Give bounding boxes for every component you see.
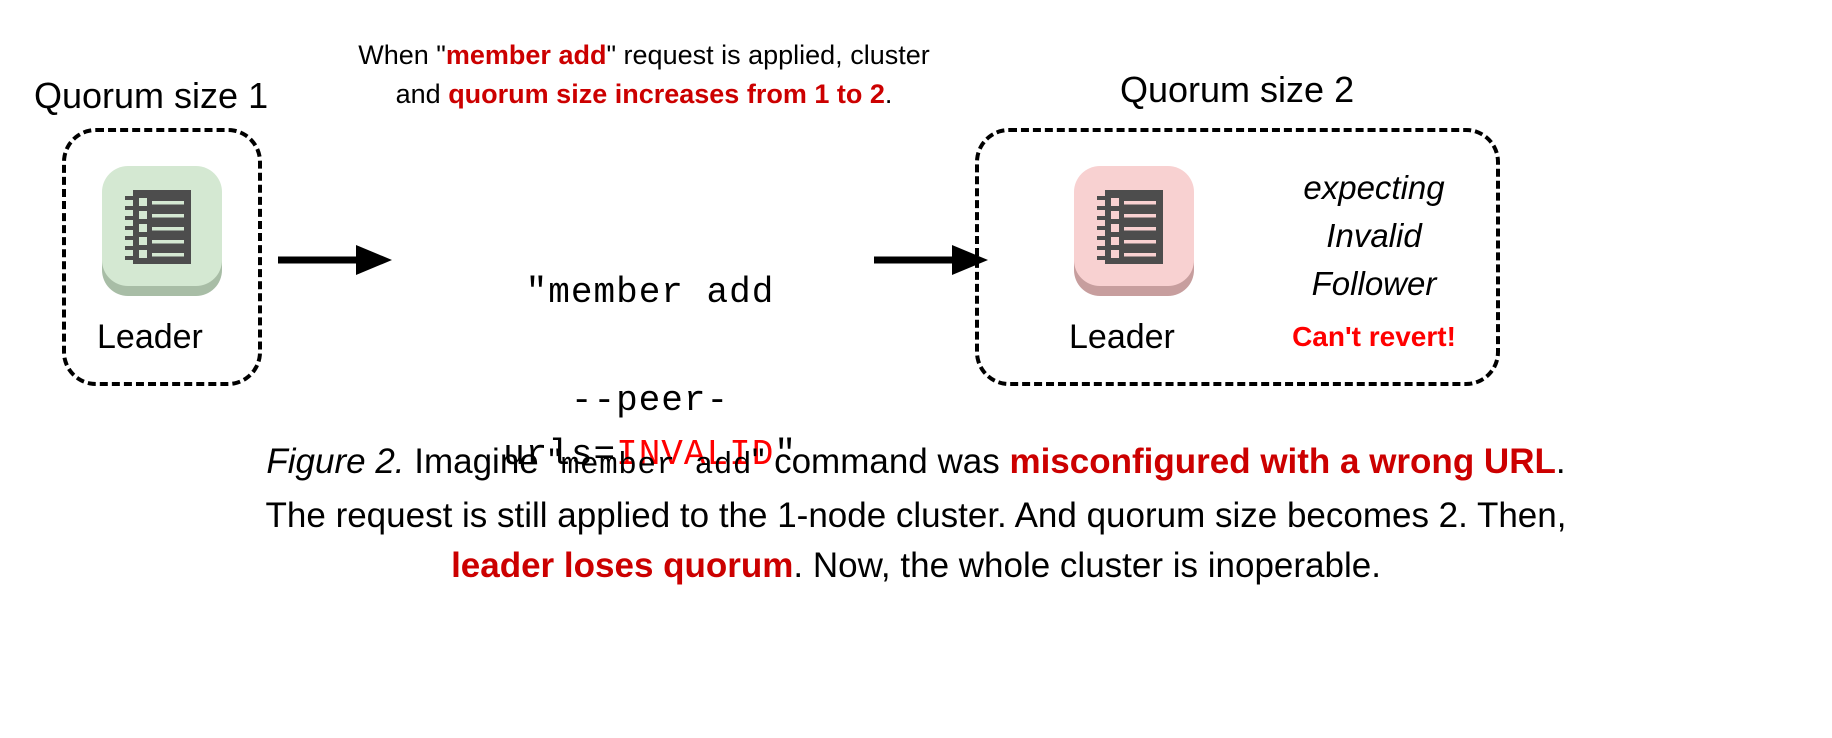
annotation-line1-post: " request is applied, — [606, 40, 843, 70]
annotation-quorum-increase: quorum size increases — [448, 79, 740, 109]
caption-line-3: leader loses quorum. Now, the whole clus… — [40, 541, 1792, 591]
caption-seg-3: . — [1555, 442, 1566, 481]
caption-mono-command: member add — [560, 448, 752, 483]
command-flag: --peer-urls= — [503, 380, 730, 475]
command-text: "member add --peer-urls=INVALID" — [440, 212, 860, 536]
annotation-line2-pre: cluster and — [395, 40, 930, 109]
caption-highlight-loses-quorum: leader loses quorum — [451, 546, 794, 585]
annotation-period: . — [884, 79, 893, 109]
flow-arrow-right — [872, 240, 990, 285]
command-closing-quote: " — [774, 434, 797, 475]
node-status-block: expecting Invalid Follower Can't revert! — [1258, 164, 1490, 354]
leader-node-left[interactable] — [98, 160, 226, 296]
cluster-box-left — [62, 128, 262, 386]
caption-seg-4: . Now, the whole cluster is inoperable. — [793, 546, 1381, 585]
command-line-2: --peer-urls=INVALID" — [440, 374, 860, 482]
quorum-size-label-right: Quorum size 2 — [1120, 69, 1355, 110]
status-warning-badge: Can't revert! — [1292, 321, 1456, 352]
caption-seg-2: " command was — [751, 442, 1010, 481]
node-role-label-right: Leader — [1069, 318, 1175, 356]
caption-line-1: Figure 2. Imagine "member add" command w… — [40, 437, 1792, 491]
node-role-label-left: Leader — [97, 318, 203, 356]
status-line-follower: Follower — [1311, 265, 1437, 302]
caption-figure-number: Figure 2. — [266, 442, 405, 481]
flow-arrow-left — [276, 240, 394, 285]
quorum-size-label-left: Quorum size 1 — [34, 75, 269, 116]
caption-highlight-misconfigured: misconfigured with a wrong URL — [1009, 442, 1556, 481]
server-icon — [125, 190, 191, 264]
leader-node-right[interactable] — [1070, 160, 1198, 296]
status-line-invalid: Invalid — [1326, 217, 1422, 254]
figure-caption: Figure 2. Imagine "member add" command w… — [40, 437, 1792, 591]
status-line-expecting: expecting — [1303, 169, 1445, 206]
caption-line-2: The request is still applied to the 1-no… — [265, 496, 1567, 535]
annotation-text: When "member add" request is applied, cl… — [355, 36, 933, 114]
annotation-member-add: member add — [445, 40, 607, 70]
cluster-box-right — [975, 128, 1500, 386]
annotation-line1-pre: When " — [358, 40, 446, 70]
command-line-1: "member add — [525, 272, 775, 313]
server-icon — [1097, 190, 1163, 264]
command-invalid-value: INVALID — [616, 434, 775, 475]
annotation-from-1-to-2: from 1 to 2 — [746, 79, 885, 109]
caption-seg-1: Imagine " — [404, 442, 561, 481]
